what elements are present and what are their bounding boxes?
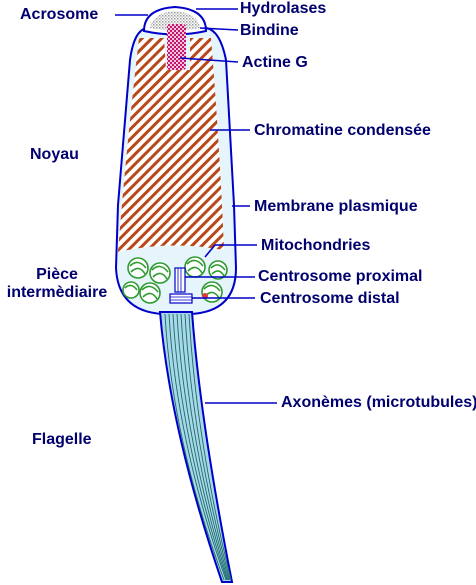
bindin-granules (150, 11, 200, 31)
nucleus-shape (118, 38, 224, 252)
label-centrosome-proximal: Centrosome proximal (258, 268, 423, 285)
label-flagellum: Flagelle (32, 431, 92, 448)
label-hydrolases: Hydrolases (240, 0, 327, 17)
mitochondrion-shape (139, 282, 161, 304)
leader-lines (115, 8, 277, 404)
label-axonemes: Axonèmes (microtubules) (281, 394, 476, 411)
centrosome-distal-shape (169, 293, 193, 304)
mitochondrion-shape (184, 256, 206, 278)
leader-mitochondria (204, 244, 216, 258)
label-bindin: Bindine (240, 22, 299, 39)
mitochondria-group (122, 256, 228, 304)
label-nucleus: Noyau (30, 146, 79, 163)
label-acrosome: Acrosome (20, 6, 99, 23)
leader-bindin (199, 27, 239, 31)
mitochondrion-shape (149, 262, 171, 284)
label-centrosome-distal: Centrosome distal (260, 290, 400, 307)
flagellum-shape (158, 311, 234, 583)
actin-shape (167, 24, 186, 70)
leader-actin (179, 57, 239, 63)
mitochondrion-shape (127, 257, 149, 279)
centrosome-proximal-shape (174, 267, 186, 293)
mitochondrion-shape (208, 260, 228, 280)
label-actin: Actine G (242, 54, 308, 71)
axoneme-lines (164, 313, 232, 581)
label-midpiece-line2: intermèdiaire (6, 284, 108, 301)
label-midpiece: Pièce intermèdiaire (0, 266, 114, 302)
mitochondrion-shape (122, 281, 140, 299)
label-chromatin: Chromatine condensée (254, 122, 431, 139)
label-mitochondria: Mitochondries (261, 237, 371, 254)
label-membrane: Membrane plasmique (254, 198, 418, 215)
label-midpiece-line1: Pièce (36, 266, 78, 283)
